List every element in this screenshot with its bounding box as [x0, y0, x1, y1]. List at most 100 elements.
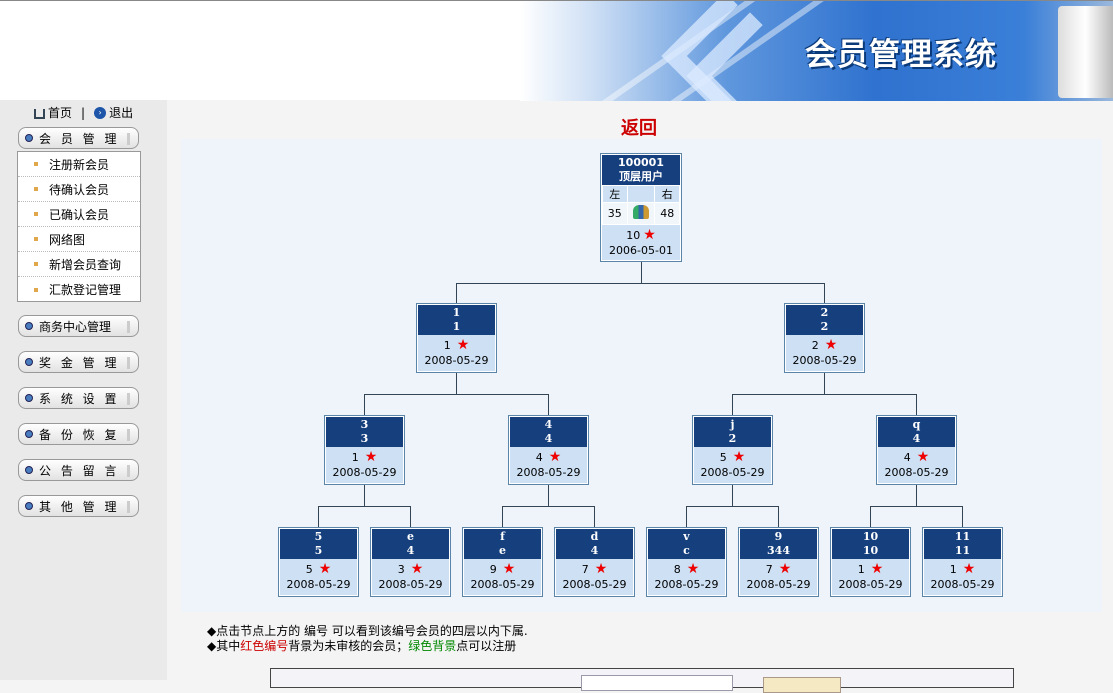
- member-name: 5: [314, 544, 323, 557]
- connector-line: [364, 485, 365, 506]
- menu-backup-restore[interactable]: 备 份 恢 复: [18, 423, 139, 445]
- menu-label: 商务中心管理: [39, 319, 112, 334]
- submenu-item-new-query[interactable]: 新增会员查询: [18, 252, 140, 277]
- member-id[interactable]: e: [407, 530, 414, 543]
- member-id[interactable]: f: [500, 530, 505, 543]
- header: 会员管理系统: [0, 0, 1113, 101]
- connector-line: [870, 506, 871, 527]
- connector-line: [824, 282, 825, 303]
- member-id[interactable]: 10: [862, 530, 879, 543]
- home-icon: [34, 109, 45, 119]
- search-button[interactable]: [763, 677, 841, 693]
- member-stars: 1: [351, 451, 359, 464]
- root-id[interactable]: 100001: [618, 156, 664, 169]
- menu-label: 其 他 管 理: [39, 499, 120, 514]
- submenu: 注册新会员 待确认会员 已确认会员 网络图 新增会员查询 汇款登记管理: [17, 151, 141, 302]
- member-date: 2008-05-29: [332, 466, 397, 479]
- member-id[interactable]: d: [590, 530, 599, 543]
- connector-line: [962, 506, 963, 527]
- logout-icon: ›: [94, 106, 107, 119]
- member-id[interactable]: 11: [954, 530, 971, 543]
- logout-link[interactable]: 退出: [109, 106, 134, 120]
- star-icon: ★: [824, 337, 838, 353]
- member-id[interactable]: 9: [774, 530, 783, 543]
- menu-label: 备 份 恢 复: [39, 427, 120, 442]
- submenu-item-network[interactable]: 网络图: [18, 227, 140, 252]
- menu-label: 公 告 留 言: [39, 463, 120, 478]
- submenu-item-register[interactable]: 注册新会员: [18, 152, 140, 177]
- submenu-item-confirmed[interactable]: 已确认会员: [18, 202, 140, 227]
- connector-line: [824, 373, 825, 394]
- member-date: 2008-05-29: [470, 578, 535, 591]
- separator: |: [81, 105, 86, 120]
- member-date: 2008-05-29: [286, 578, 351, 591]
- menu-other[interactable]: 其 他 管 理: [18, 495, 139, 517]
- submenu-label: 注册新会员: [49, 157, 110, 172]
- member-id[interactable]: v: [683, 530, 690, 543]
- connector-line: [364, 394, 549, 395]
- submenu-label: 汇款登记管理: [49, 283, 122, 297]
- star-icon: ★: [548, 449, 562, 465]
- star-icon: ★: [643, 227, 656, 243]
- menu-business-center[interactable]: 商务中心管理: [18, 315, 139, 337]
- back-link[interactable]: 返回: [621, 118, 657, 139]
- star-icon: ★: [318, 561, 332, 577]
- connector-line: [502, 506, 595, 507]
- submenu-label: 新增会员查询: [49, 257, 122, 272]
- connector-line: [456, 282, 457, 303]
- submenu-item-remittance[interactable]: 汇款登记管理: [18, 277, 140, 302]
- star-icon: ★: [410, 561, 424, 577]
- menu-announcements[interactable]: 公 告 留 言: [18, 459, 139, 481]
- connector-line: [548, 394, 549, 415]
- member-stars: 5: [719, 451, 727, 464]
- star-icon: ★: [916, 449, 930, 465]
- search-input[interactable]: [581, 675, 733, 691]
- submenu-item-pending[interactable]: 待确认会员: [18, 177, 140, 202]
- menu-bonus[interactable]: 奖 金 管 理: [18, 351, 139, 373]
- member-id[interactable]: j: [730, 418, 735, 431]
- star-icon: ★: [456, 337, 470, 353]
- menu-member-management[interactable]: 会 员 管 理: [18, 127, 139, 149]
- submenu-label: 网络图: [49, 232, 86, 247]
- member-stars: 7: [765, 563, 773, 576]
- member-id[interactable]: q: [912, 418, 921, 431]
- member-date: 2008-05-29: [654, 578, 719, 591]
- star-icon: ★: [962, 561, 976, 577]
- member-date: 2008-05-29: [930, 578, 995, 591]
- member-date: 2008-05-29: [424, 354, 489, 367]
- member-id[interactable]: 1: [452, 306, 461, 319]
- member-id[interactable]: 2: [820, 306, 829, 319]
- star-icon: ★: [778, 561, 792, 577]
- member-id[interactable]: 4: [544, 418, 553, 431]
- home-link[interactable]: 首页: [48, 106, 73, 120]
- connector-line: [870, 506, 963, 507]
- sidebar: 首页 | › 退出 会 员 管 理 注册新会员 待确认会员 已确认会员 网络图 …: [0, 100, 167, 680]
- member-id[interactable]: 3: [360, 418, 369, 431]
- member-id[interactable]: 5: [314, 530, 323, 543]
- menu-system-settings[interactable]: 系 统 设 置: [18, 387, 139, 409]
- member-date: 2008-05-29: [562, 578, 627, 591]
- connector-line: [318, 506, 411, 507]
- bullet-icon: [25, 134, 33, 142]
